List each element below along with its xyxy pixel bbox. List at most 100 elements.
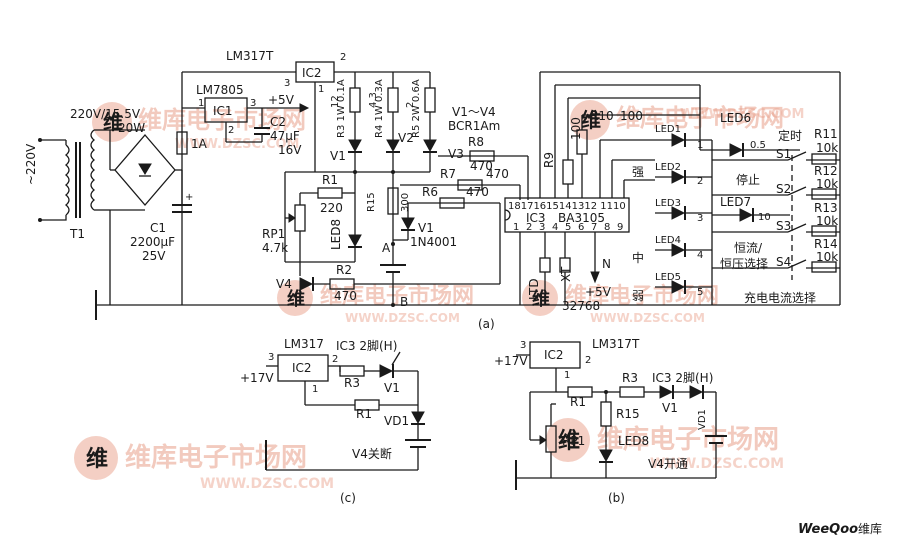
r10-label: R10 [590,109,614,123]
capacitor-c1: + [172,170,193,213]
watermark-domain-4: WWW.DZSC.COM [590,311,705,325]
r8-label: R8 [468,135,484,149]
c1-name: C1 [150,221,166,235]
watermark-domain-3: WWW.DZSC.COM [345,311,460,325]
svg-text:8: 8 [604,222,610,233]
footer-logo: WeeQoo 维库 [798,521,882,537]
point-b-label: B [400,295,408,309]
arrow-5v-icon [299,103,310,113]
caption-c: (c) [340,491,356,505]
c-diode-vd1-icon [411,411,425,425]
transformer-label: T1 [69,227,85,241]
led7-num: 10 [758,212,771,223]
caption-b: (b) [608,491,625,505]
watermark-domain-5: WWW.DZSC.COM [200,476,334,492]
r12-value: 10k [816,177,838,191]
svg-text:+: + [185,192,193,203]
timer-label: 定时 [778,128,802,143]
r6-label: R6 [422,185,438,199]
resistor-r15 [387,187,399,215]
r4-value: 4.3 [368,92,379,108]
svg-text:9: 9 [617,222,623,233]
b-diode-vd1-icon [689,385,704,399]
led2-num: 2 [697,176,703,187]
c2-voltage: 16V [278,143,302,157]
plus5-label: +5V [585,285,612,299]
r11-label: R11 [814,127,838,141]
ltd-icon [539,257,551,273]
watermark-domain-2: WWW.DZSC.COM [680,107,804,122]
led3-num: 3 [697,213,703,224]
s3-label: S3 [776,219,791,233]
ic3-box [504,197,630,233]
n-label: N [602,257,611,271]
led5-label: LED5 [655,272,681,283]
vd1-type: 1N4001 [410,235,457,249]
vd1-label: V1 [418,221,434,235]
led4-num: 4 [697,250,703,261]
c-r3: R3 [344,376,360,390]
r14-label: R14 [814,237,838,251]
point-a-label: A [382,241,391,255]
watermark-logo-5: 维 维库电子市场网 WWW.DZSC.COM [74,436,334,492]
out-5v-label: +5V [268,93,295,107]
bridge-rectifier-icon [109,129,182,305]
transformer-rating: 220V/15.5V [70,107,141,121]
led6-num: 0.5 [750,140,766,151]
resistor-r6 [439,197,465,209]
ic3-name: IC3 [526,211,546,225]
led6-label: LED6 [720,111,751,125]
watermark-brand-6: 维库电子市场网 [597,424,779,455]
r14-value: 10k [816,250,838,264]
svg-text:5: 5 [565,222,571,233]
b-resistor-r3 [619,386,645,398]
ic3-pins-top: 18171615141312 1110 [508,201,626,212]
v3-label: V3 [448,147,464,161]
strong-label: 强 [632,165,644,179]
b-ic3-pin: IC3 2脚(H) [652,370,713,385]
c-resistor-r3 [339,365,365,377]
resistor-r9 [562,159,574,185]
transformer-power: 20W [118,121,145,135]
b-v1: V1 [662,401,678,415]
v-series-label: V1～V4 [452,105,496,119]
ic1-pin2: 2 [228,125,234,136]
watermark-logo-1: 维 维库电子市场网 WWW.DZSC.COM [92,102,306,152]
c-vd1: VD1 [384,414,409,428]
ic1-pin3: 3 [250,98,256,109]
b-r1: R1 [570,395,586,409]
s1-label: S1 [776,147,791,161]
c-pin1: 1 [312,384,318,395]
led1-icon [655,133,712,147]
led5-icon [655,280,712,294]
r10-value: 100 [620,109,643,123]
c-v17: +17V [240,371,274,385]
svg-text:维: 维 [103,110,123,134]
b-pin3: 3 [520,340,526,351]
svg-text:维: 维 [581,108,601,132]
led-bank [655,133,712,294]
led5-num: 5 [697,287,703,298]
led8-label: LED8 [329,219,343,250]
main-circuit: ~220V T1 220V/15.5V 20W [24,49,841,331]
b-resistor-r15 [600,401,612,427]
footer-text: 维库 [858,521,882,536]
ltd-label: LTD [527,278,541,300]
led6-icon [700,143,800,157]
ic1-name: IC1 [213,104,233,118]
c-pin3: 3 [268,352,274,363]
svg-text:3: 3 [539,222,545,233]
footer-brand: WeeQoo [798,522,858,537]
r2-label: R2 [336,263,352,277]
transformer-icon [60,129,110,221]
b-v17: +17V [494,354,528,368]
ic3-type: BA3105 [558,211,605,225]
r3-value: 12 [330,95,341,108]
r13-label: R13 [814,201,838,215]
watermark-domain-1: WWW.DZSC.COM [175,137,299,152]
ic2-pin1: 1 [318,84,324,95]
arrow-5v-icon-2 [590,271,600,284]
crystal-label: XT [559,266,573,282]
watermark-domain-6: WWW.DZSC.COM [650,456,784,472]
